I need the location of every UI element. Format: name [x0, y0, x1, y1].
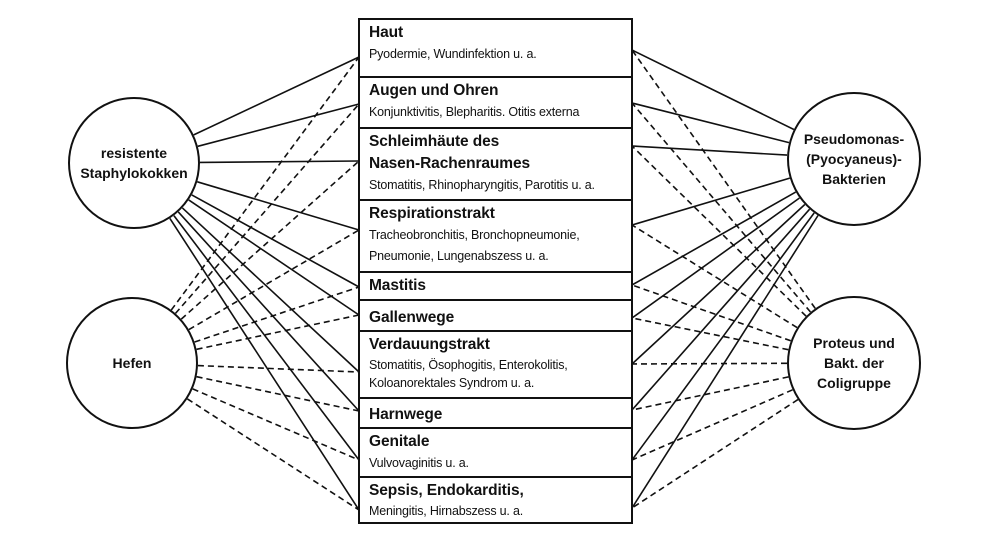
link-proteus-9: [631, 398, 799, 509]
site-schleimhaeute: Schleimhäute des Nasen-Rachenraumes Stom…: [360, 129, 631, 201]
node-hefen-label: Hefen: [112, 355, 152, 371]
site-detail: Stomatitis, Ösophogitis, Enterokolitis, …: [369, 358, 568, 390]
site-title: Haut: [369, 24, 404, 41]
link-hefen-1: [174, 103, 360, 314]
link-pseudomonas-9: [631, 215, 819, 509]
site-detail: Meningitis, Hirnabszess u. a.: [369, 504, 523, 518]
link-staph-6: [181, 207, 360, 373]
site-mastitis: Mastitis: [360, 273, 631, 301]
link-staph-2: [199, 160, 360, 164]
link-hefen-6: [197, 364, 360, 373]
link-pseudomonas-7: [631, 208, 811, 411]
link-pseudomonas-3: [631, 177, 791, 226]
link-staph-8: [173, 215, 360, 461]
site-augen-ohren: Augen und Ohren Konjunktivitis, Blephari…: [360, 78, 631, 129]
link-pseudomonas-0: [631, 49, 795, 131]
site-haut: Haut Pyodermie, Wundinfektion u. a.: [360, 20, 631, 78]
link-pseudomonas-8: [631, 212, 815, 461]
site-respirationstrakt: Respirationstrakt Tracheobronchitis, Bro…: [360, 201, 631, 273]
link-hefen-5: [196, 314, 360, 351]
site-harnwege: Harnwege: [360, 399, 631, 429]
link-proteus-0: [631, 49, 816, 309]
site-detail: Pyodermie, Wundinfektion u. a.: [369, 47, 537, 61]
link-staph-9: [169, 217, 360, 511]
link-staph-1: [197, 103, 360, 148]
site-title: Genitale: [369, 433, 430, 450]
link-pseudomonas-6: [631, 203, 806, 365]
link-proteus-1: [631, 102, 812, 313]
infection-sites-table: Haut Pyodermie, Wundinfektion u. a. Auge…: [358, 18, 633, 524]
site-detail: Stomatitis, Rhinopharyngitis, Parotitis …: [369, 178, 595, 192]
link-staph-5: [188, 199, 360, 316]
link-staph-3: [197, 181, 360, 231]
link-proteus-2: [631, 145, 807, 317]
node-proteus-label: Proteus und Bakt. der Coligruppe: [813, 335, 895, 391]
link-staph-4: [191, 194, 360, 288]
node-pseudomonas-label: Pseudomonas- (Pyocyaneus)- Bakterien: [803, 131, 905, 187]
link-hefen-3: [188, 229, 360, 331]
site-title: Verdauungstrakt: [369, 336, 490, 353]
link-pseudomonas-2: [631, 145, 788, 156]
link-hefen-8: [192, 388, 360, 461]
site-title: Harnwege: [369, 406, 443, 423]
node-pseudomonas: Pseudomonas- (Pyocyaneus)- Bakterien: [787, 92, 921, 226]
link-staph-0: [193, 56, 360, 136]
site-detail: Tracheobronchitis, Bronchopneumonie, Pne…: [369, 228, 580, 263]
site-title: Respirationstrakt: [369, 205, 495, 222]
node-proteus: Proteus und Bakt. der Coligruppe: [787, 296, 921, 430]
site-genitale: Genitale Vulvovaginitis u. a.: [360, 429, 631, 478]
site-title: Gallenwege: [369, 309, 455, 326]
site-detail: Vulvovaginitis u. a.: [369, 456, 469, 470]
link-staph-7: [177, 211, 360, 412]
site-title: Sepsis, Endokarditis,: [369, 482, 524, 499]
link-proteus-8: [631, 389, 793, 461]
link-proteus-4: [631, 284, 792, 342]
node-staphylokokken-label: resistente Staphylokokken: [80, 145, 188, 181]
node-staphylokokken: resistente Staphylokokken: [68, 97, 200, 229]
site-gallenwege: Gallenwege: [360, 301, 631, 332]
site-sepsis: Sepsis, Endokarditis, Meningitis, Hirnab…: [360, 478, 631, 522]
link-hefen-7: [196, 375, 360, 412]
site-title: Schleimhäute des Nasen-Rachenraumes: [369, 133, 531, 172]
site-detail: Konjunktivitis, Blepharitis. Otitis exte…: [369, 105, 580, 119]
node-hefen: Hefen: [66, 297, 198, 429]
link-proteus-5: [631, 317, 789, 351]
link-proteus-6: [631, 362, 788, 365]
link-pseudomonas-1: [631, 102, 790, 144]
link-hefen-9: [186, 398, 360, 511]
link-pseudomonas-4: [631, 191, 797, 286]
site-title: Augen und Ohren: [369, 82, 499, 99]
site-verdauungstrakt: Verdauungstrakt Stomatitis, Ösophogitis,…: [360, 332, 631, 399]
link-proteus-7: [631, 376, 789, 411]
link-proteus-3: [631, 224, 798, 329]
site-title: Mastitis: [369, 277, 426, 294]
link-pseudomonas-5: [631, 197, 800, 319]
